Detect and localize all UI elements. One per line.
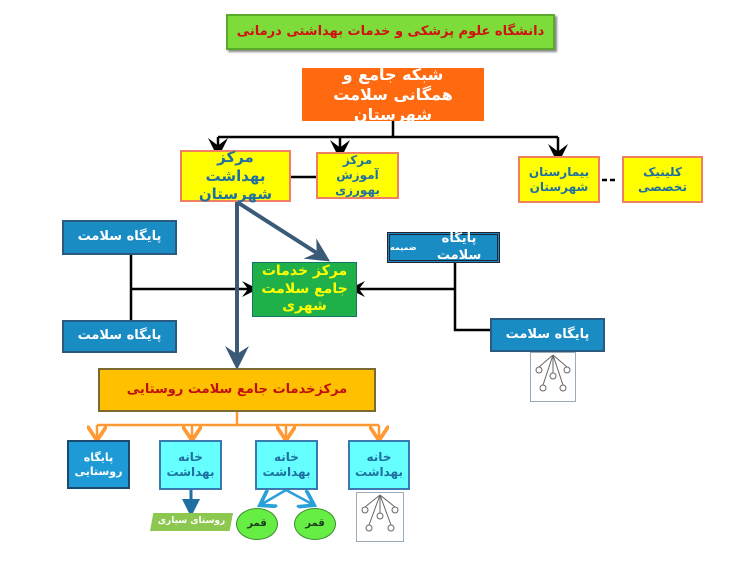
rural-comprehensive-health-center: مرکزخدمات جامع سلامت روستایی [98, 368, 376, 412]
rural-health-post: پایگاه روستایی [67, 440, 130, 489]
health-post-annex-label: پایگاه سلامت [436, 231, 482, 263]
people-network-icon [530, 352, 576, 402]
specialty-clinic: کلینیک تخصصی [622, 156, 703, 203]
health-post-annex: پایگاه سلامت ضمیمه [387, 231, 500, 263]
behvarz-training-center: مرکز آموزش بهورزی [316, 152, 399, 199]
health-house-3: خانه بهداشت [348, 440, 410, 490]
people-network-icon [356, 492, 404, 542]
university-title: دانشگاه علوم پزشکی و خدمات بهداشتی درمان… [226, 14, 555, 50]
health-post-right: پایگاه سلامت [490, 318, 605, 352]
health-house-2: خانه بهداشت [255, 440, 318, 490]
district-health-network: شبکه جامع و همگانی سلامت شهرستان [302, 65, 484, 124]
health-post-bottom-left: پایگاه سلامت [62, 320, 177, 353]
district-health-center: مرکز بهداشت شهرستان [180, 148, 291, 203]
mobile-village: روستای سیاری [150, 513, 233, 531]
health-house-1: خانه بهداشت [159, 440, 222, 490]
urban-comprehensive-health-center: مرکز خدمات جامع سلامت شهری [252, 262, 357, 317]
satellite-village-1: قمر [236, 508, 278, 540]
health-post-top-left: پایگاه سلامت [62, 220, 177, 255]
annex-label: ضمیمه [390, 242, 417, 252]
district-hospital: بیمارستان شهرستان [518, 156, 600, 203]
satellite-village-2: قمر [294, 508, 336, 540]
